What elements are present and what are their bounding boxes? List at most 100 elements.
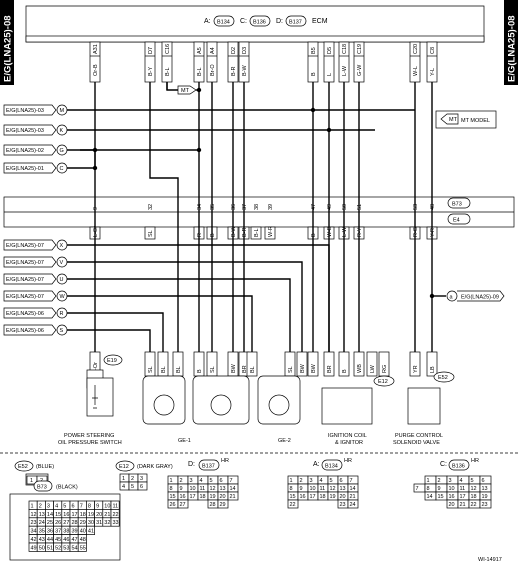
ecm-wire-color: Or-B xyxy=(93,64,99,76)
legend-pin: 30 xyxy=(88,520,94,526)
b73-pin: 38 xyxy=(254,204,260,210)
legend-pin: 6 xyxy=(340,478,343,484)
ecm-d-connector: B137 xyxy=(289,20,302,26)
e4-wire-color: SL xyxy=(148,230,154,237)
legend-e12-pin: 2 xyxy=(131,476,134,482)
ecm-wire-color: B-Y xyxy=(148,67,154,77)
legend-pin: 4 xyxy=(320,478,323,484)
legend-pin: 21 xyxy=(460,502,466,508)
figure-id: WI-14917 xyxy=(478,557,502,563)
comp-wire-color: B xyxy=(342,369,348,373)
legend-pin: 42 xyxy=(31,537,37,543)
e4-wire-color: B xyxy=(311,233,317,237)
legend-pin: 5 xyxy=(63,503,66,509)
ecm-pin-label: C8 xyxy=(430,47,436,54)
legend-pin: 13 xyxy=(39,512,45,518)
side-label-right: E/G(LNA25)-08 xyxy=(507,15,518,82)
e4-wire-color: W-R xyxy=(268,226,274,237)
legend-pin: 26 xyxy=(55,520,61,526)
b73-pin: 39 xyxy=(268,204,274,210)
comp-wire-color: BL xyxy=(176,366,182,373)
legend-pin: 31 xyxy=(96,520,102,526)
legend-c-prefix: C: xyxy=(440,461,447,468)
legend-pin: 3 xyxy=(47,503,50,509)
lower-ref: X xyxy=(60,243,64,249)
b73-pin: 34 xyxy=(197,204,203,210)
legend-pin: 11 xyxy=(113,503,119,509)
ecm-wire-color: Y-L xyxy=(430,68,436,76)
e52-label: E52 xyxy=(438,375,448,381)
legend-pin: 17 xyxy=(310,494,316,500)
ecm-pin-label: C18 xyxy=(342,44,348,54)
legend-e12-pin: 5 xyxy=(131,484,134,490)
legend-pin: 27 xyxy=(63,520,69,526)
e4-wire-color: R xyxy=(197,233,203,237)
ecm-pin-group: A31Or-BD7B-YC16B-LA5B-LA4Br-OD2B-RD3B-WB… xyxy=(89,41,438,83)
ecm-wire-color: W-L xyxy=(413,66,419,76)
ecm-a-prefix: A: xyxy=(204,18,211,25)
purge-control-valve: E52 PURGE CONTROL SOLENOID VALVE xyxy=(393,371,455,446)
legend-pin: 22 xyxy=(113,512,119,518)
harness-conn-e4: E4 xyxy=(453,218,460,224)
b73-pin: 9 xyxy=(93,207,99,210)
legend-pin: 1 xyxy=(170,478,173,484)
legend-pin: 9 xyxy=(96,503,99,509)
ge-1-coil: GE-1 xyxy=(142,375,250,444)
vertical-wires xyxy=(94,82,446,360)
legend-pin: 19 xyxy=(482,494,488,500)
legend-a-hr: HR xyxy=(344,458,352,464)
ecm-wire-color: B-L xyxy=(197,67,203,76)
ic-label-2: & IGNITOR xyxy=(335,440,363,446)
lower-ref: S xyxy=(60,328,64,334)
ecm-wire-color: B-W xyxy=(242,65,248,77)
legend-d-hr: HR xyxy=(221,458,229,464)
lower-ref: W xyxy=(60,294,66,300)
legend-pin: 28 xyxy=(72,520,78,526)
ecm-pin-label: C19 xyxy=(357,44,363,54)
legend-pin: 15 xyxy=(170,494,176,500)
legend-pin: 2 xyxy=(438,478,441,484)
legend-pin: 12 xyxy=(471,486,477,492)
legend-pin: 7 xyxy=(416,486,419,492)
e12-label: E12 xyxy=(378,379,388,385)
ecm-pin-label: D5 xyxy=(327,47,333,54)
lower-label: E/G(LNA25)-06 xyxy=(6,328,44,334)
legend-pin: 14 xyxy=(427,494,433,500)
comp-wire-color: LB xyxy=(430,366,436,373)
legend-c: C: B136 HR xyxy=(440,458,479,471)
legend-pin: 20 xyxy=(220,494,226,500)
b73-pin: 49 xyxy=(327,204,333,210)
ps-label-2: OIL PRESSURE SWITCH xyxy=(58,440,122,446)
comp-wire-color: BL xyxy=(161,366,167,373)
ecm-name: ECM xyxy=(312,18,328,25)
legend-pin: 35 xyxy=(39,529,45,535)
legend-pin: 3 xyxy=(310,478,313,484)
bus-lines xyxy=(66,109,415,171)
legend-e52-label: E52 xyxy=(18,464,28,470)
legend-pin: 21 xyxy=(350,494,356,500)
legend-pin: 5 xyxy=(471,478,474,484)
legend-pin: 47 xyxy=(72,537,78,543)
legend-pin: 33 xyxy=(113,520,119,526)
comp-wire-color: BW xyxy=(231,363,237,373)
e4-wire-color: W-B xyxy=(327,226,333,237)
legend-e12-pin: 6 xyxy=(140,484,143,490)
side-tab-left: E/G(LNA25)-08 xyxy=(0,0,14,85)
comp-wire-color: BR xyxy=(242,365,248,373)
ecm-a-connector: B134 xyxy=(217,20,230,26)
legend-pin: 10 xyxy=(310,486,316,492)
bus-ref: G xyxy=(60,148,64,154)
ge1-label: GE-1 xyxy=(178,438,191,444)
ecm-pin-label: A5 xyxy=(197,47,203,54)
lower-bus-lines xyxy=(66,244,330,360)
lower-label: E/G(LNA25)-06 xyxy=(6,311,44,317)
legend-pin: 1 xyxy=(290,478,293,484)
legend-pin: 11 xyxy=(200,486,206,492)
legend-pin: 1 xyxy=(31,503,34,509)
legend-pin: 21 xyxy=(104,512,110,518)
ecm-pin-label: A31 xyxy=(93,44,99,54)
legend-pin: 14 xyxy=(47,512,53,518)
lower-ref: U xyxy=(60,277,64,283)
legend-pin: 20 xyxy=(96,512,102,518)
